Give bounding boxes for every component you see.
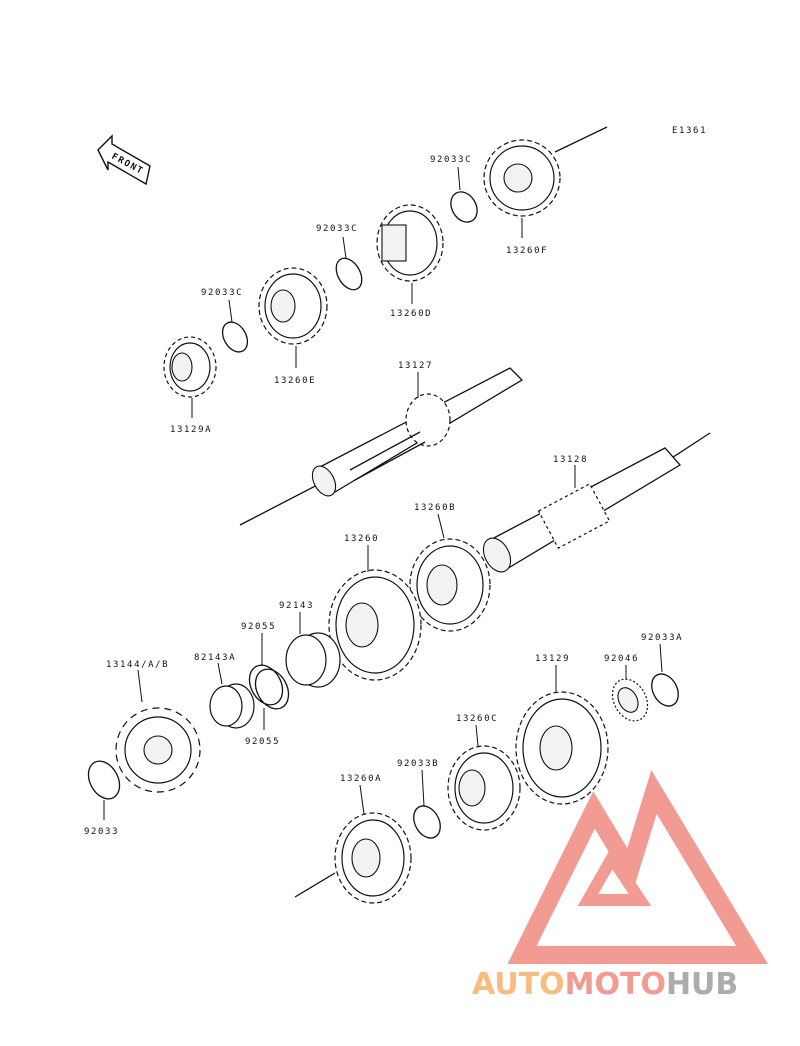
gear-13129-icon [515,691,609,805]
ring-92033c-icon [335,257,363,291]
label-13127: 13127 [398,361,433,371]
ring-92033c-icon [221,321,249,353]
label-82143a: 82143A [194,653,236,663]
leader-lines [103,166,663,820]
label-13260d: 13260D [390,309,432,319]
label-13129: 13129 [535,654,570,664]
ring-92055-icon [254,668,290,710]
ring-92033a-icon [651,673,679,707]
shaft-13128-icon [482,447,682,573]
automotohub-logo: AUTOMOTOHUB [472,770,768,1002]
label-92033a: 92033A [641,633,683,643]
collar-92143-icon [285,632,341,688]
svg-text:AUTOMOTOHUB: AUTOMOTOHUB [472,967,738,1002]
label-13260f: 13260F [506,246,548,256]
label-92033b: 92033B [397,759,439,769]
label-92055: 92055 [241,622,276,632]
gear-13260e-icon [258,267,328,345]
ring-92055-icon [248,664,284,706]
ring-92033-icon [87,760,121,800]
gear-13260c-icon [447,745,521,831]
label-13128: 13128 [553,455,588,465]
ring-92033c-icon [450,191,478,223]
label-92033: 92033 [84,827,119,837]
logo-hub: HUB [666,967,738,1002]
label-92033c: 92033C [316,224,358,234]
axis-line-top [554,126,608,153]
diagram-code: E1361 [672,126,707,136]
gear-13129a-icon [163,336,217,398]
front-arrow-icon: FRONT [97,134,151,186]
label-13260a: 13260A [340,774,382,784]
label-92033c: 92033C [201,288,243,298]
label-13260e: 13260E [274,376,316,386]
label-13144: 13144/A/B [106,660,169,670]
collar-82143a-icon [209,683,255,729]
label-13260: 13260 [344,534,379,544]
bearing-92046-icon [611,678,649,722]
label-92055: 92055 [245,737,280,747]
logo-auto: AUTO [472,967,565,1002]
label-13260b: 13260B [414,503,456,513]
logo-moto: MOTO [565,967,666,1002]
label-92046: 92046 [604,654,639,664]
gear-13260-icon [328,569,422,681]
sprocket-13144-icon [115,707,201,793]
shaft-13127-icon [311,367,524,497]
gear-13260f-icon [483,139,561,217]
label-13129a: 13129A [170,425,212,435]
gear-13260a-icon [334,812,412,904]
gear-13260b-icon [409,538,491,632]
label-92033c: 92033C [430,155,472,165]
label-13260c: 13260C [456,714,498,724]
gear-13260d-icon [376,204,444,282]
ring-92033b-icon [413,805,441,839]
axis-line-bottom [294,872,336,898]
label-92143: 92143 [279,601,314,611]
